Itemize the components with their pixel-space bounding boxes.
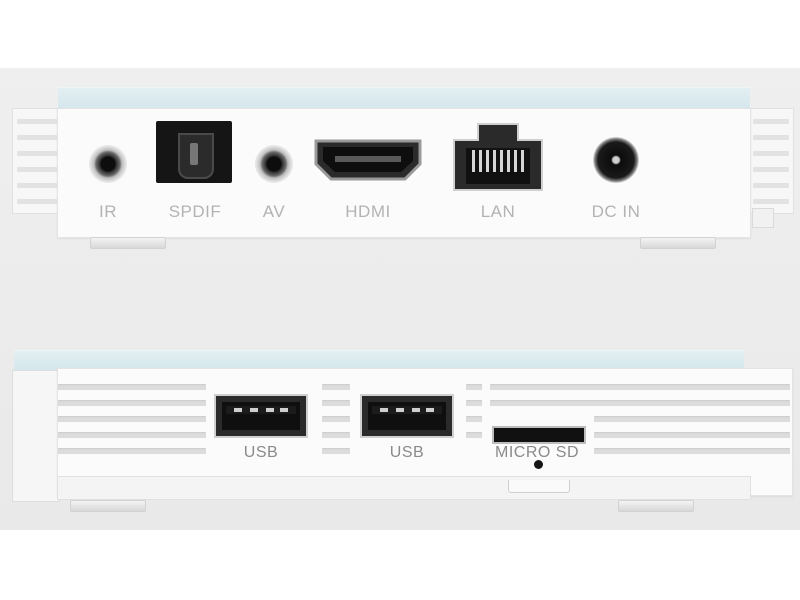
spdif-label: SPDIF	[168, 202, 222, 221]
ethernet-port-icon	[453, 123, 543, 191]
vent-slot	[58, 416, 206, 422]
vent-slot	[466, 416, 482, 422]
rubber-foot-right-side	[618, 500, 694, 512]
av-jack-icon	[255, 145, 293, 183]
vent-slot	[594, 448, 790, 454]
vent-slot	[322, 432, 350, 438]
side-panel-view: USB USB MICRO SD	[0, 330, 800, 530]
ir-label: IR	[99, 202, 117, 221]
lan-label: LAN	[480, 202, 516, 221]
usb-1-label: USB	[243, 444, 279, 461]
vent-slot	[322, 448, 350, 454]
hdmi-port-icon	[314, 139, 422, 181]
vent-slot	[58, 432, 206, 438]
dc-in-label: DC IN	[591, 202, 641, 221]
hdmi-label: HDMI	[345, 202, 391, 221]
rubber-foot-right	[640, 237, 716, 249]
usb-2-label: USB	[389, 444, 425, 461]
audio-jack-icon	[89, 145, 127, 183]
sd-slot-icon	[492, 426, 586, 444]
bottom-lip	[57, 476, 751, 500]
vent-slot	[594, 432, 790, 438]
av-label: AV	[262, 202, 286, 221]
vent-slot	[322, 416, 350, 422]
right-edge-tab	[752, 208, 774, 228]
power-jack-icon	[593, 137, 639, 183]
left-end-cap	[12, 370, 60, 502]
vent-slot	[58, 384, 206, 390]
card-eject-tab	[508, 480, 570, 493]
rubber-foot-left	[90, 237, 166, 249]
vent-slot	[466, 384, 482, 390]
back-panel-view: IR SPDIF AV HDMI LAN DC IN	[0, 0, 800, 260]
left-side-vent	[12, 108, 62, 214]
top-light-strip-side	[14, 350, 744, 371]
optical-port-icon	[156, 121, 232, 183]
vent-slot	[58, 400, 206, 406]
vent-slot	[490, 400, 790, 406]
top-light-strip	[58, 87, 750, 110]
vent-slot	[322, 400, 350, 406]
status-led-icon	[534, 460, 543, 469]
micro-sd-label: MICRO SD	[495, 444, 579, 461]
rubber-foot-left-side	[70, 500, 146, 512]
vent-slot	[466, 400, 482, 406]
vent-slot	[594, 416, 790, 422]
vent-slot	[322, 384, 350, 390]
usb-port-icon	[360, 394, 454, 438]
vent-slot	[490, 384, 790, 390]
vent-slot	[466, 432, 482, 438]
right-side-vent	[748, 108, 794, 214]
usb-port-icon	[214, 394, 308, 438]
vent-slot	[58, 448, 206, 454]
